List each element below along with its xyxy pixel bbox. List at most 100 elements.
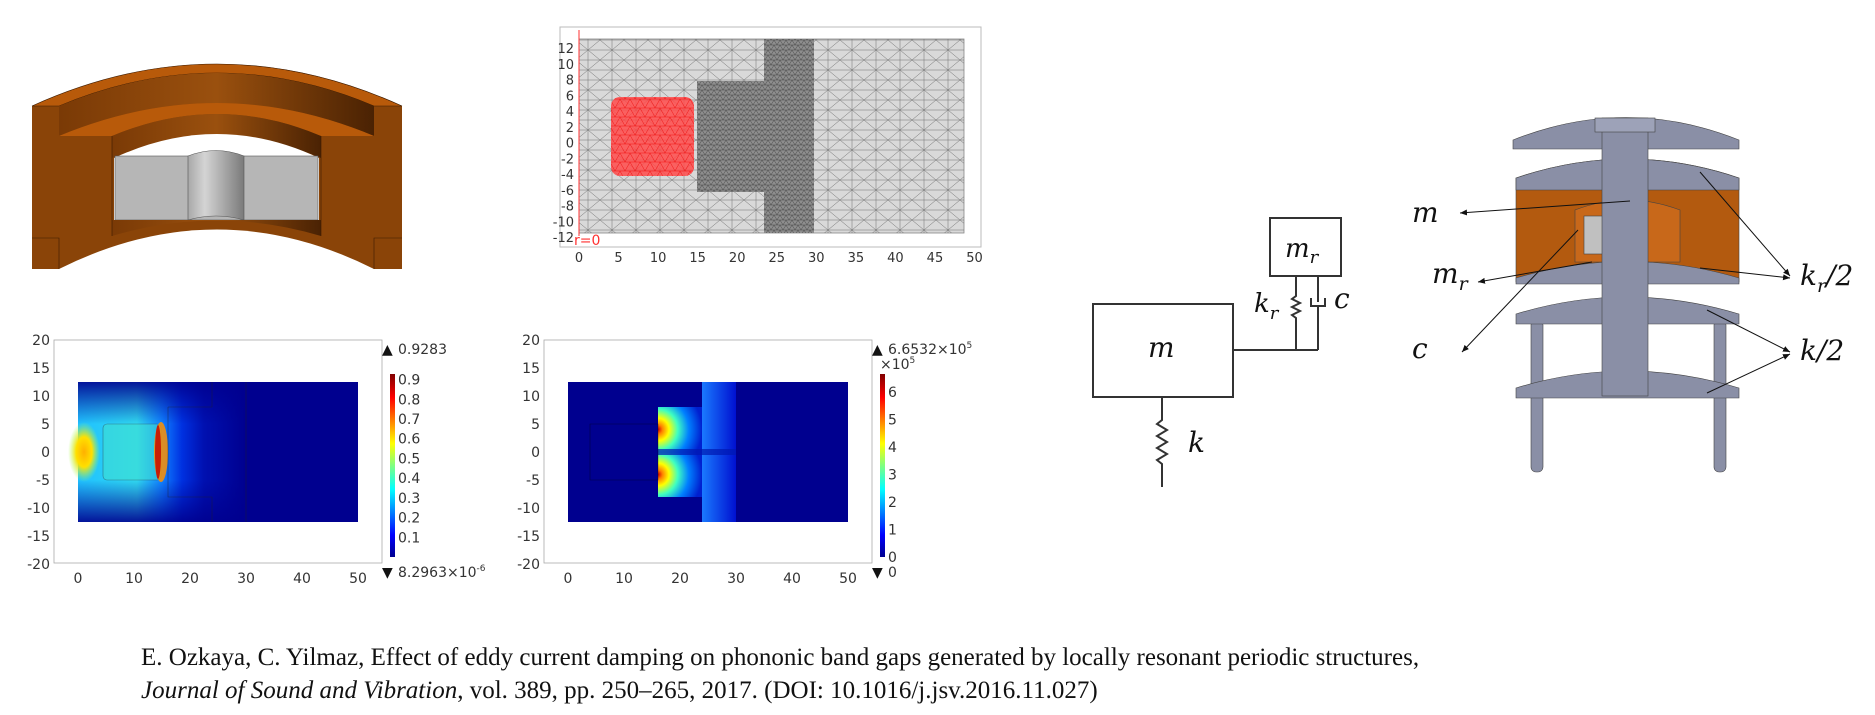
- colorbar-tick-label: 0: [888, 550, 897, 566]
- x-tick-label: 10: [125, 571, 143, 587]
- x-tick-label: 50: [839, 571, 857, 587]
- mesh-y-tick-label: -10: [553, 215, 574, 230]
- colorbar-1-min: 8.2963×10-6: [398, 564, 486, 581]
- y-tick-label: -20: [517, 557, 540, 573]
- caption-line-1: E. Ozkaya, C. Yilmaz, Effect of eddy cur…: [141, 644, 1420, 671]
- mesh-x-tick-label: 35: [848, 251, 865, 266]
- mesh-x-tick-label: 40: [887, 251, 904, 266]
- caption-line-2: Journal of Sound and Vibration, vol. 389…: [141, 674, 1419, 707]
- mesh-x-tick-label: 45: [927, 251, 944, 266]
- mesh-y-tick-label: -2: [561, 152, 574, 167]
- y-tick-label: 20: [32, 333, 50, 349]
- mesh-y-tick-label: 8: [566, 74, 574, 89]
- mesh-y-tick-label: 12: [557, 42, 574, 57]
- assembly-label-m: m: [1412, 196, 1439, 229]
- assembly-label-mr: mr: [1432, 257, 1470, 295]
- caption-details: , vol. 389, pp. 250–265, 2017. (DOI: 10.…: [457, 677, 1098, 704]
- assembly-label-k-half: k/2: [1800, 334, 1844, 367]
- y-tick-label: 10: [32, 389, 50, 405]
- mesh-x-tick-label: 25: [768, 251, 785, 266]
- y-tick-label: 5: [531, 417, 540, 433]
- colorbar-tick-label: 0.9: [398, 373, 420, 389]
- y-tick-label: -20: [27, 557, 50, 573]
- y-tick-label: 0: [531, 445, 540, 461]
- mesh-x-tick-label: 20: [729, 251, 746, 266]
- max-marker-icon: ▲: [872, 342, 883, 358]
- copper-housing-cutaway: [31, 63, 403, 269]
- colorbar-tick-label: 0.1: [398, 530, 420, 546]
- label-c: c: [1334, 282, 1350, 315]
- colorbar-tick-label: 2: [888, 495, 897, 511]
- colorbar-tick-label: 4: [888, 440, 897, 456]
- x-tick-label: 30: [237, 571, 255, 587]
- mesh-x-tick-label: 0: [575, 251, 583, 266]
- mesh-x-tick-label: 5: [614, 251, 622, 266]
- colorbar-tick-label: 5: [888, 412, 897, 428]
- x-tick-label: 20: [671, 571, 689, 587]
- y-tick-label: 15: [522, 361, 540, 377]
- colorbar-1-max: 0.9283: [398, 342, 447, 358]
- mesh-x-tick-label: 30: [808, 251, 825, 266]
- lumped-model-diagram: [1092, 217, 1342, 487]
- mesh-y-tick-label: 10: [557, 58, 574, 73]
- colorbar-tick-label: 0.2: [398, 511, 420, 527]
- colorbar-tick-label: 6: [888, 385, 897, 401]
- x-tick-label: 40: [293, 571, 311, 587]
- mesh-y-tick-label: -4: [561, 168, 574, 183]
- caption-journal: Journal of Sound and Vibration: [141, 677, 458, 704]
- y-tick-label: -5: [526, 473, 540, 489]
- y-tick-label: -5: [36, 473, 50, 489]
- mesh-x-tick-label: 10: [650, 251, 667, 266]
- x-tick-label: 10: [615, 571, 633, 587]
- mesh-y-tick-label: 0: [566, 137, 574, 152]
- colorbar-1: [390, 374, 395, 557]
- x-tick-label: 0: [564, 571, 573, 587]
- colorbar-tick-label: 0.6: [398, 432, 420, 448]
- resonator-assembly-3d: [1459, 117, 1791, 473]
- colorbar-tick-label: 0.4: [398, 471, 420, 487]
- label-mr: mr: [1285, 234, 1320, 268]
- figure-caption: E. Ozkaya, C. Yilmaz, Effect of eddy cur…: [141, 641, 1419, 707]
- x-tick-label: 20: [181, 571, 199, 587]
- mesh-x-tick-label: 15: [689, 251, 706, 266]
- field-plot-2: ▲ 6.6532×105 ×105 ▼ 0 20151050-5-10-15-2…: [517, 333, 972, 587]
- colorbar-2-scale: ×105: [880, 356, 915, 373]
- spring-k-icon: [1155, 397, 1169, 487]
- assembly-label-c: c: [1412, 332, 1428, 365]
- y-tick-label: 20: [522, 333, 540, 349]
- x-tick-label: 50: [349, 571, 367, 587]
- min-marker-icon: ▼: [872, 565, 883, 581]
- max-marker-icon: ▲: [382, 342, 393, 358]
- mesh-y-tick-label: -6: [561, 184, 574, 199]
- x-tick-label: 0: [74, 571, 83, 587]
- label-k: k: [1188, 426, 1205, 459]
- assembly-label-kr-half: kr/2: [1800, 259, 1853, 297]
- label-m: m: [1148, 331, 1175, 364]
- colorbar-tick-label: 1: [888, 522, 897, 538]
- axis-r0-label: r=0: [574, 233, 600, 249]
- y-tick-label: -15: [27, 529, 50, 545]
- mesh-y-tick-label: 6: [566, 89, 574, 104]
- colorbar-tick-label: 0.7: [398, 412, 420, 428]
- spring-kr-icon: [1233, 276, 1318, 351]
- colorbar-2-max: 6.6532×105: [888, 341, 972, 358]
- colorbar-2-min: 0: [888, 565, 897, 581]
- y-tick-label: -10: [27, 501, 50, 517]
- y-tick-label: 10: [522, 389, 540, 405]
- label-kr: kr: [1254, 289, 1280, 324]
- x-tick-label: 40: [783, 571, 801, 587]
- colorbar-tick-label: 0.3: [398, 491, 420, 507]
- x-tick-label: 30: [727, 571, 745, 587]
- colorbar-tick-label: 0.8: [398, 392, 420, 408]
- min-marker-icon: ▼: [382, 565, 393, 581]
- mesh-y-tick-label: -12: [553, 231, 574, 246]
- y-tick-label: 0: [41, 445, 50, 461]
- damper-c-icon: [1310, 276, 1326, 350]
- mesh-y-tick-label: 4: [566, 105, 574, 120]
- mesh-y-tick-label: -8: [561, 200, 574, 215]
- y-tick-label: 5: [41, 417, 50, 433]
- mesh-x-tick-label: 50: [966, 251, 983, 266]
- y-tick-label: -15: [517, 529, 540, 545]
